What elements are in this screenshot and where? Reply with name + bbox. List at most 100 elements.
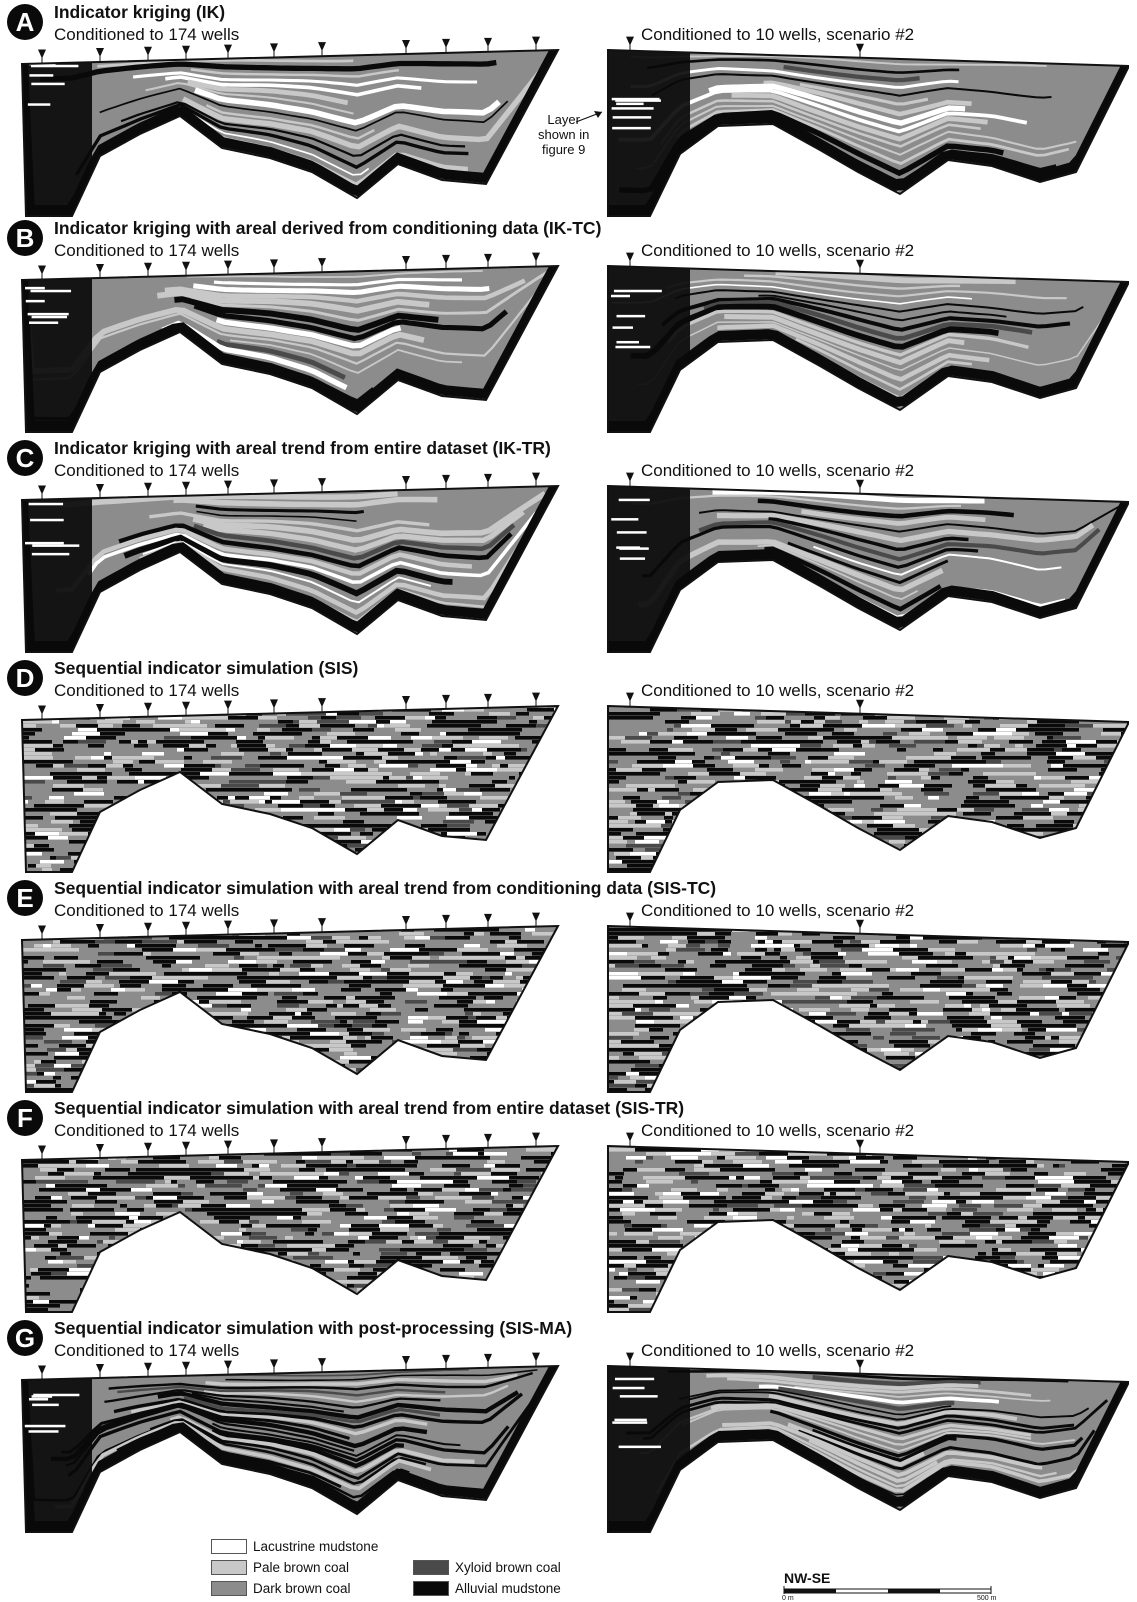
facies-cell: [334, 768, 354, 772]
well-marker: [626, 37, 634, 46]
facies-cell: [358, 704, 371, 708]
facies-cell: [862, 724, 876, 728]
facies-cell: [444, 828, 470, 832]
facies-cell: [86, 980, 102, 984]
facies-cell: [308, 716, 321, 720]
facies-cell: [871, 808, 883, 812]
facies-cell: [139, 728, 154, 732]
cross-section-right: [606, 922, 1130, 1096]
facies-cell: [498, 1296, 529, 1300]
facies-cell: [105, 772, 112, 776]
facies-cell: [919, 828, 948, 832]
facies-cell: [99, 1308, 114, 1312]
facies-cell: [1005, 1224, 1016, 1228]
facies-cell: [947, 1016, 954, 1020]
facies-cell: [503, 1236, 528, 1240]
facies-cell: [187, 1068, 200, 1072]
facies-cell: [1047, 708, 1077, 712]
facies-cell: [720, 812, 729, 816]
facies-cell: [36, 740, 52, 744]
facies-cell: [1103, 868, 1111, 872]
facies-cell: [457, 956, 477, 960]
facies-cell: [170, 1068, 181, 1072]
facies-cell: [1122, 968, 1130, 972]
facies-cell: [828, 772, 835, 776]
facies-cell: [887, 772, 916, 776]
facies-cell: [616, 341, 638, 344]
facies-cell: [634, 1028, 649, 1032]
facies-cell: [53, 764, 64, 768]
facies-cell: [769, 836, 794, 840]
well-marker: [484, 474, 492, 483]
facies-cell: [495, 1164, 520, 1168]
facies-cell: [391, 1048, 422, 1052]
facies-cell: [765, 1188, 775, 1192]
facies-cell: [785, 816, 814, 820]
facies-cell: [608, 804, 636, 808]
facies-cell: [1003, 864, 1032, 868]
facies-cell: [472, 868, 498, 872]
facies-cell: [155, 1036, 184, 1040]
facies-cell: [88, 1224, 95, 1228]
facies-cell: [1063, 1052, 1088, 1056]
facies-cell: [1114, 752, 1127, 756]
facies-cell: [811, 952, 838, 956]
facies-cell: [22, 1080, 36, 1084]
facies-cell: [157, 800, 166, 804]
facies-cell: [853, 744, 862, 748]
facies-cell: [329, 972, 339, 976]
facies-cell: [1049, 1072, 1072, 1076]
facies-cell: [326, 704, 332, 708]
facies-cell: [703, 816, 726, 820]
facies-cell: [39, 1188, 68, 1192]
facies-cell: [1016, 728, 1039, 732]
facies-cell: [637, 1184, 649, 1188]
facies-cell: [635, 1008, 641, 1012]
facies-cell: [633, 1004, 659, 1008]
facies-cell: [108, 1256, 123, 1260]
facies-cell: [707, 768, 733, 772]
facies-cell: [349, 1264, 364, 1268]
facies-cell: [517, 768, 546, 772]
facies-cell: [939, 932, 968, 936]
facies-cell: [859, 924, 884, 928]
facies-cell: [914, 1044, 930, 1048]
facies-cell: [723, 952, 731, 956]
facies-cell: [758, 1240, 777, 1244]
facies-cell: [662, 796, 681, 800]
well-marker: [532, 913, 540, 922]
facies-cell: [921, 736, 948, 740]
facies-cell: [842, 1240, 864, 1244]
facies-cell: [293, 720, 299, 724]
facies-cell: [164, 1176, 190, 1180]
facies-cell: [440, 732, 446, 736]
facies-cell: [763, 976, 771, 980]
cross-section-left: [20, 46, 560, 220]
facies-cell: [782, 1196, 796, 1200]
facies-cell: [864, 1016, 876, 1020]
facies-cell: [964, 1004, 971, 1008]
facies-cell: [746, 728, 770, 732]
facies-cell: [107, 964, 132, 968]
facies-cell: [544, 1036, 568, 1040]
facies-cell: [241, 1008, 251, 1012]
facies-cell: [353, 1160, 379, 1164]
well-marker: [144, 47, 152, 56]
facies-cell: [436, 764, 445, 768]
facies-cell: [923, 988, 940, 992]
facies-cell: [321, 1164, 347, 1168]
facies-cell: [754, 820, 770, 824]
facies-cell: [608, 1196, 618, 1200]
well-marker: [856, 920, 864, 929]
facies-cell: [117, 1276, 126, 1280]
facies-cell: [1043, 800, 1060, 804]
facies-cell: [1020, 1228, 1031, 1232]
facies-cell: [245, 1076, 268, 1080]
facies-cell: [507, 1244, 519, 1248]
facies-cell: [97, 720, 123, 724]
facies-cell: [527, 1056, 543, 1060]
facies-cell: [1074, 1056, 1084, 1060]
facies-cell: [786, 728, 817, 732]
facies-cell: [275, 948, 303, 952]
well-marker: [318, 918, 326, 927]
